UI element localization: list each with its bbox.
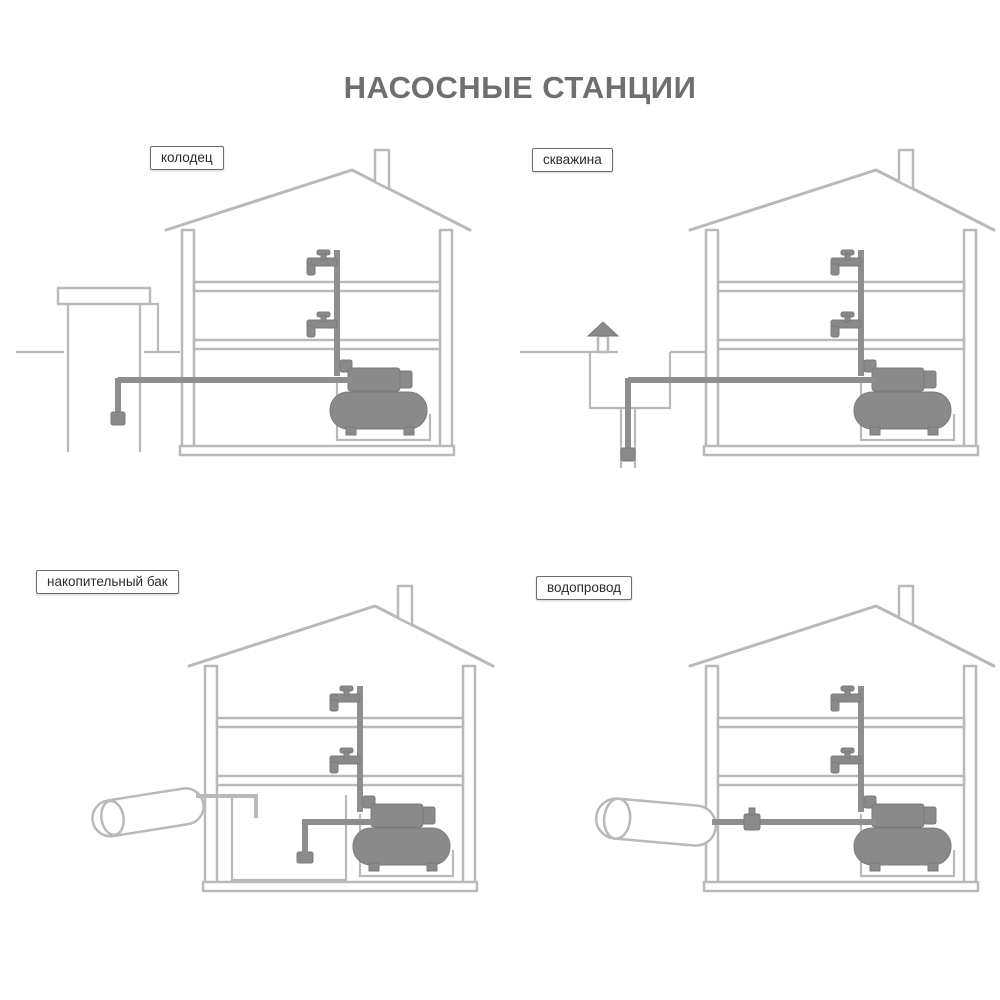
house-well [166,150,470,455]
panel-label-well: колодец [150,146,224,170]
coupling-valve-icon [743,813,761,831]
house-storage-tank [189,586,493,891]
panel-label-mains: водопровод [536,576,633,600]
well-source [16,286,352,452]
mains-source [594,797,876,847]
water-main-icon [594,797,718,847]
panel-storage-tank-illustration [91,586,493,891]
page-title: НАСОСНЫЕ СТАНЦИИ [343,70,697,105]
panel-mains-illustration [594,586,994,891]
foot-valve-icon [110,411,126,426]
house-mains [690,586,994,891]
storage-tank-source [91,787,374,882]
house-borehole [690,150,994,455]
external-tank-icon [91,787,205,838]
foot-valve-icon [620,447,636,462]
vent-cap-icon [586,321,620,337]
panel-label-borehole: скважина [532,148,613,172]
panel-borehole-illustration [520,150,994,468]
borehole-source [520,321,876,468]
panel-label-storage-tank: накопительный бак [36,570,179,594]
valve-handle-icon [748,807,756,816]
panel-well-illustration [16,150,470,455]
